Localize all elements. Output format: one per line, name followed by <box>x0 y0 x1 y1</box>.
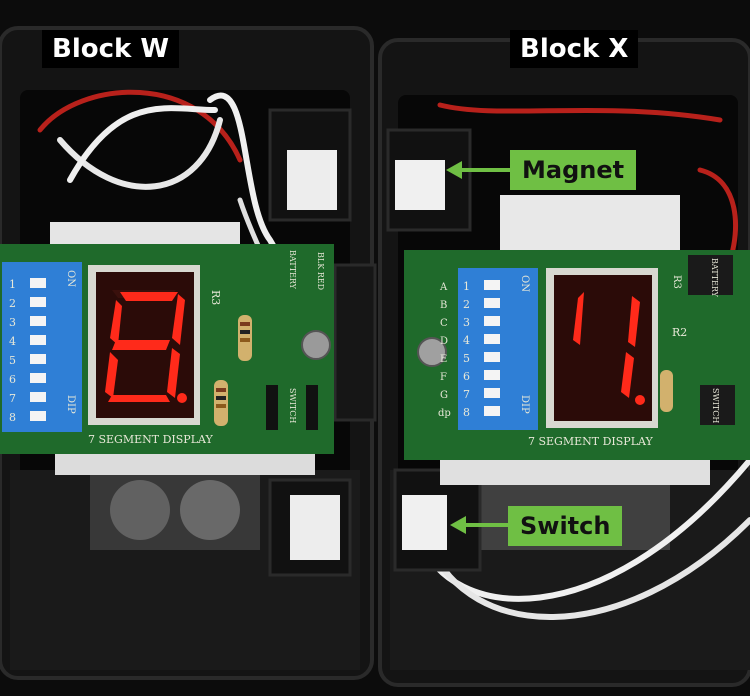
screw-left <box>301 330 331 360</box>
dip-number-right-6: 6 <box>463 370 470 383</box>
silk-blk-red-left: BLK RED <box>316 252 325 290</box>
silk-r2-right: R2 <box>672 326 687 339</box>
paper-strip-left-bottom <box>55 450 315 475</box>
silk-r3-right: R3 <box>671 275 682 289</box>
magnet-callout: Magnet <box>510 150 637 190</box>
seven-segment-left <box>105 290 187 403</box>
dip-letter-right-e: E <box>440 354 447 365</box>
silk-dip-on-left: ON <box>65 270 76 287</box>
magnet-mount-left <box>268 108 352 222</box>
silk-title-right: 7 SEGMENT DISPLAY <box>528 435 654 448</box>
dip-number-left-1: 1 <box>9 278 16 291</box>
dip-number-right-2: 2 <box>463 298 470 311</box>
silk-switch-right: SWITCH <box>711 388 720 423</box>
dip-number-right-8: 8 <box>463 406 470 419</box>
silk-switch-left: SWITCH <box>288 388 297 423</box>
dip-number-left-4: 4 <box>9 335 16 348</box>
silk-title-left: 7 SEGMENT DISPLAY <box>88 433 214 446</box>
dip-number-left-8: 8 <box>9 411 16 424</box>
switch-mount-left <box>268 478 352 577</box>
dip-letter-right-f: F <box>440 372 447 383</box>
dip-letter-right-dp: dp <box>438 408 451 419</box>
dip-letter-right-c: C <box>440 318 448 329</box>
dip-number-left-3: 3 <box>9 316 16 329</box>
dip-number-right-3: 3 <box>463 316 470 329</box>
switch-header-left <box>266 385 278 430</box>
paper-strip-right <box>500 195 680 250</box>
dip-switch-left <box>2 262 82 432</box>
block-w-label: Block W <box>42 30 180 68</box>
silk-dip-on-right: ON <box>519 275 530 292</box>
dip-number-right-4: 4 <box>463 334 470 347</box>
battery-header-right <box>688 255 733 295</box>
silk-r3-left: R3 <box>209 290 222 305</box>
silk-dip-label-left: DIP <box>65 395 76 414</box>
dip-number-right-5: 5 <box>463 352 470 365</box>
screw-right <box>417 337 447 367</box>
block-x-label: Block X <box>510 30 639 68</box>
silk-battery-right: BATTERY <box>710 258 719 298</box>
dip-number-left-6: 6 <box>9 373 16 386</box>
resistor-right <box>660 370 673 412</box>
switch-callout: Switch <box>508 506 623 546</box>
pcb-right <box>404 250 750 460</box>
magnet-mount-right <box>386 128 472 232</box>
dip-switch-right <box>458 268 538 430</box>
dip-number-left-7: 7 <box>9 392 16 405</box>
switch-arrow <box>450 516 508 534</box>
dip-letter-right-d: D <box>440 336 448 347</box>
switch-header-right <box>700 385 735 425</box>
dip-number-left-5: 5 <box>9 354 16 367</box>
silk-battery-left: BATTERY <box>288 250 297 290</box>
magnet-arrow <box>446 161 512 179</box>
silk-dip-label-right: DIP <box>519 395 530 414</box>
dip-letter-right-g: G <box>440 390 448 401</box>
dip-letter-right-b: B <box>440 300 447 311</box>
dip-letter-right-a: A <box>439 282 448 293</box>
dip-number-left-2: 2 <box>9 297 16 310</box>
dip-number-right-7: 7 <box>463 388 470 401</box>
center-post <box>333 263 377 422</box>
dip-number-right-1: 1 <box>463 280 470 293</box>
seven-segment-right <box>573 292 645 405</box>
pcb-left <box>0 244 334 454</box>
